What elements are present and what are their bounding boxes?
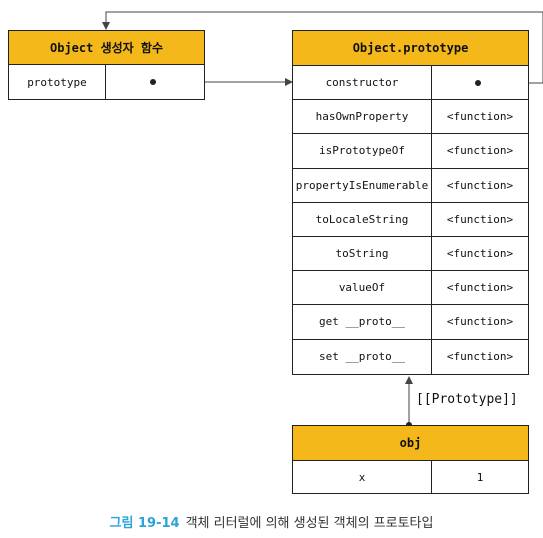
prototype-row-key: toString [293,236,432,271]
obj-box: obj x 1 [292,425,529,494]
prototype-row-value: <function> [446,178,514,192]
figure-caption-text: 객체 리터럴에 의해 생성된 객체의 프로토타입 [185,516,434,531]
prototype-row: valueOf <function> [293,271,528,306]
prototype-row-value: <function> [446,212,514,226]
prototype-key: prototype [9,65,106,99]
prototype-row-value: <function> [446,315,514,329]
prototype-row: toLocaleString <function> [293,202,528,237]
prototype-row: get __proto__ <function> [293,305,528,340]
object-constructor-row: prototype [9,65,204,99]
prototype-row: toString <function> [293,236,528,272]
prototype-row: constructor [293,66,528,101]
prototype-link-label: [[Prototype]] [416,392,518,407]
prototype-row-value: <function> [446,110,514,124]
prototype-row: set __proto__ <function> [293,339,528,374]
pointer-dot-icon [475,79,481,86]
prototype-row: isPrototypeOf <function> [293,134,528,169]
obj-value: 1 [476,471,484,484]
obj-key: x [293,461,432,494]
pointer-dot-icon [150,79,156,85]
prototype-row-value: <function> [446,144,514,158]
prototype-row-value: <function> [446,247,514,261]
prototype-row-key: constructor [293,66,432,100]
obj-title: obj [293,426,528,461]
prototype-row-value: <function> [446,350,514,364]
prototype-row-key: set __proto__ [293,339,432,374]
prototype-row-key: isPrototypeOf [293,134,432,168]
figure-number: 그림 19-14 [109,516,180,531]
object-constructor-title: Object 생성자 함수 [9,31,204,65]
prototype-row-key: valueOf [293,271,432,305]
prototype-row: propertyIsEnumerable <function> [293,168,528,203]
object-prototype-title: Object.prototype [293,31,528,66]
prototype-row-key: hasOwnProperty [293,100,432,134]
prototype-row-value: <function> [446,281,514,295]
prototype-row-value [432,66,528,99]
figure-caption: 그림 19-14 객체 리터럴에 의해 생성된 객체의 프로토타입 [0,512,543,531]
prototype-row-key: toLocaleString [293,202,432,236]
object-constructor-box: Object 생성자 함수 prototype [8,30,205,100]
prototype-value [106,65,204,99]
prototype-row-key: propertyIsEnumerable [293,168,432,202]
prototype-row-key: get __proto__ [293,305,432,339]
prototype-row: hasOwnProperty <function> [293,100,528,135]
obj-row: x 1 [293,461,528,494]
